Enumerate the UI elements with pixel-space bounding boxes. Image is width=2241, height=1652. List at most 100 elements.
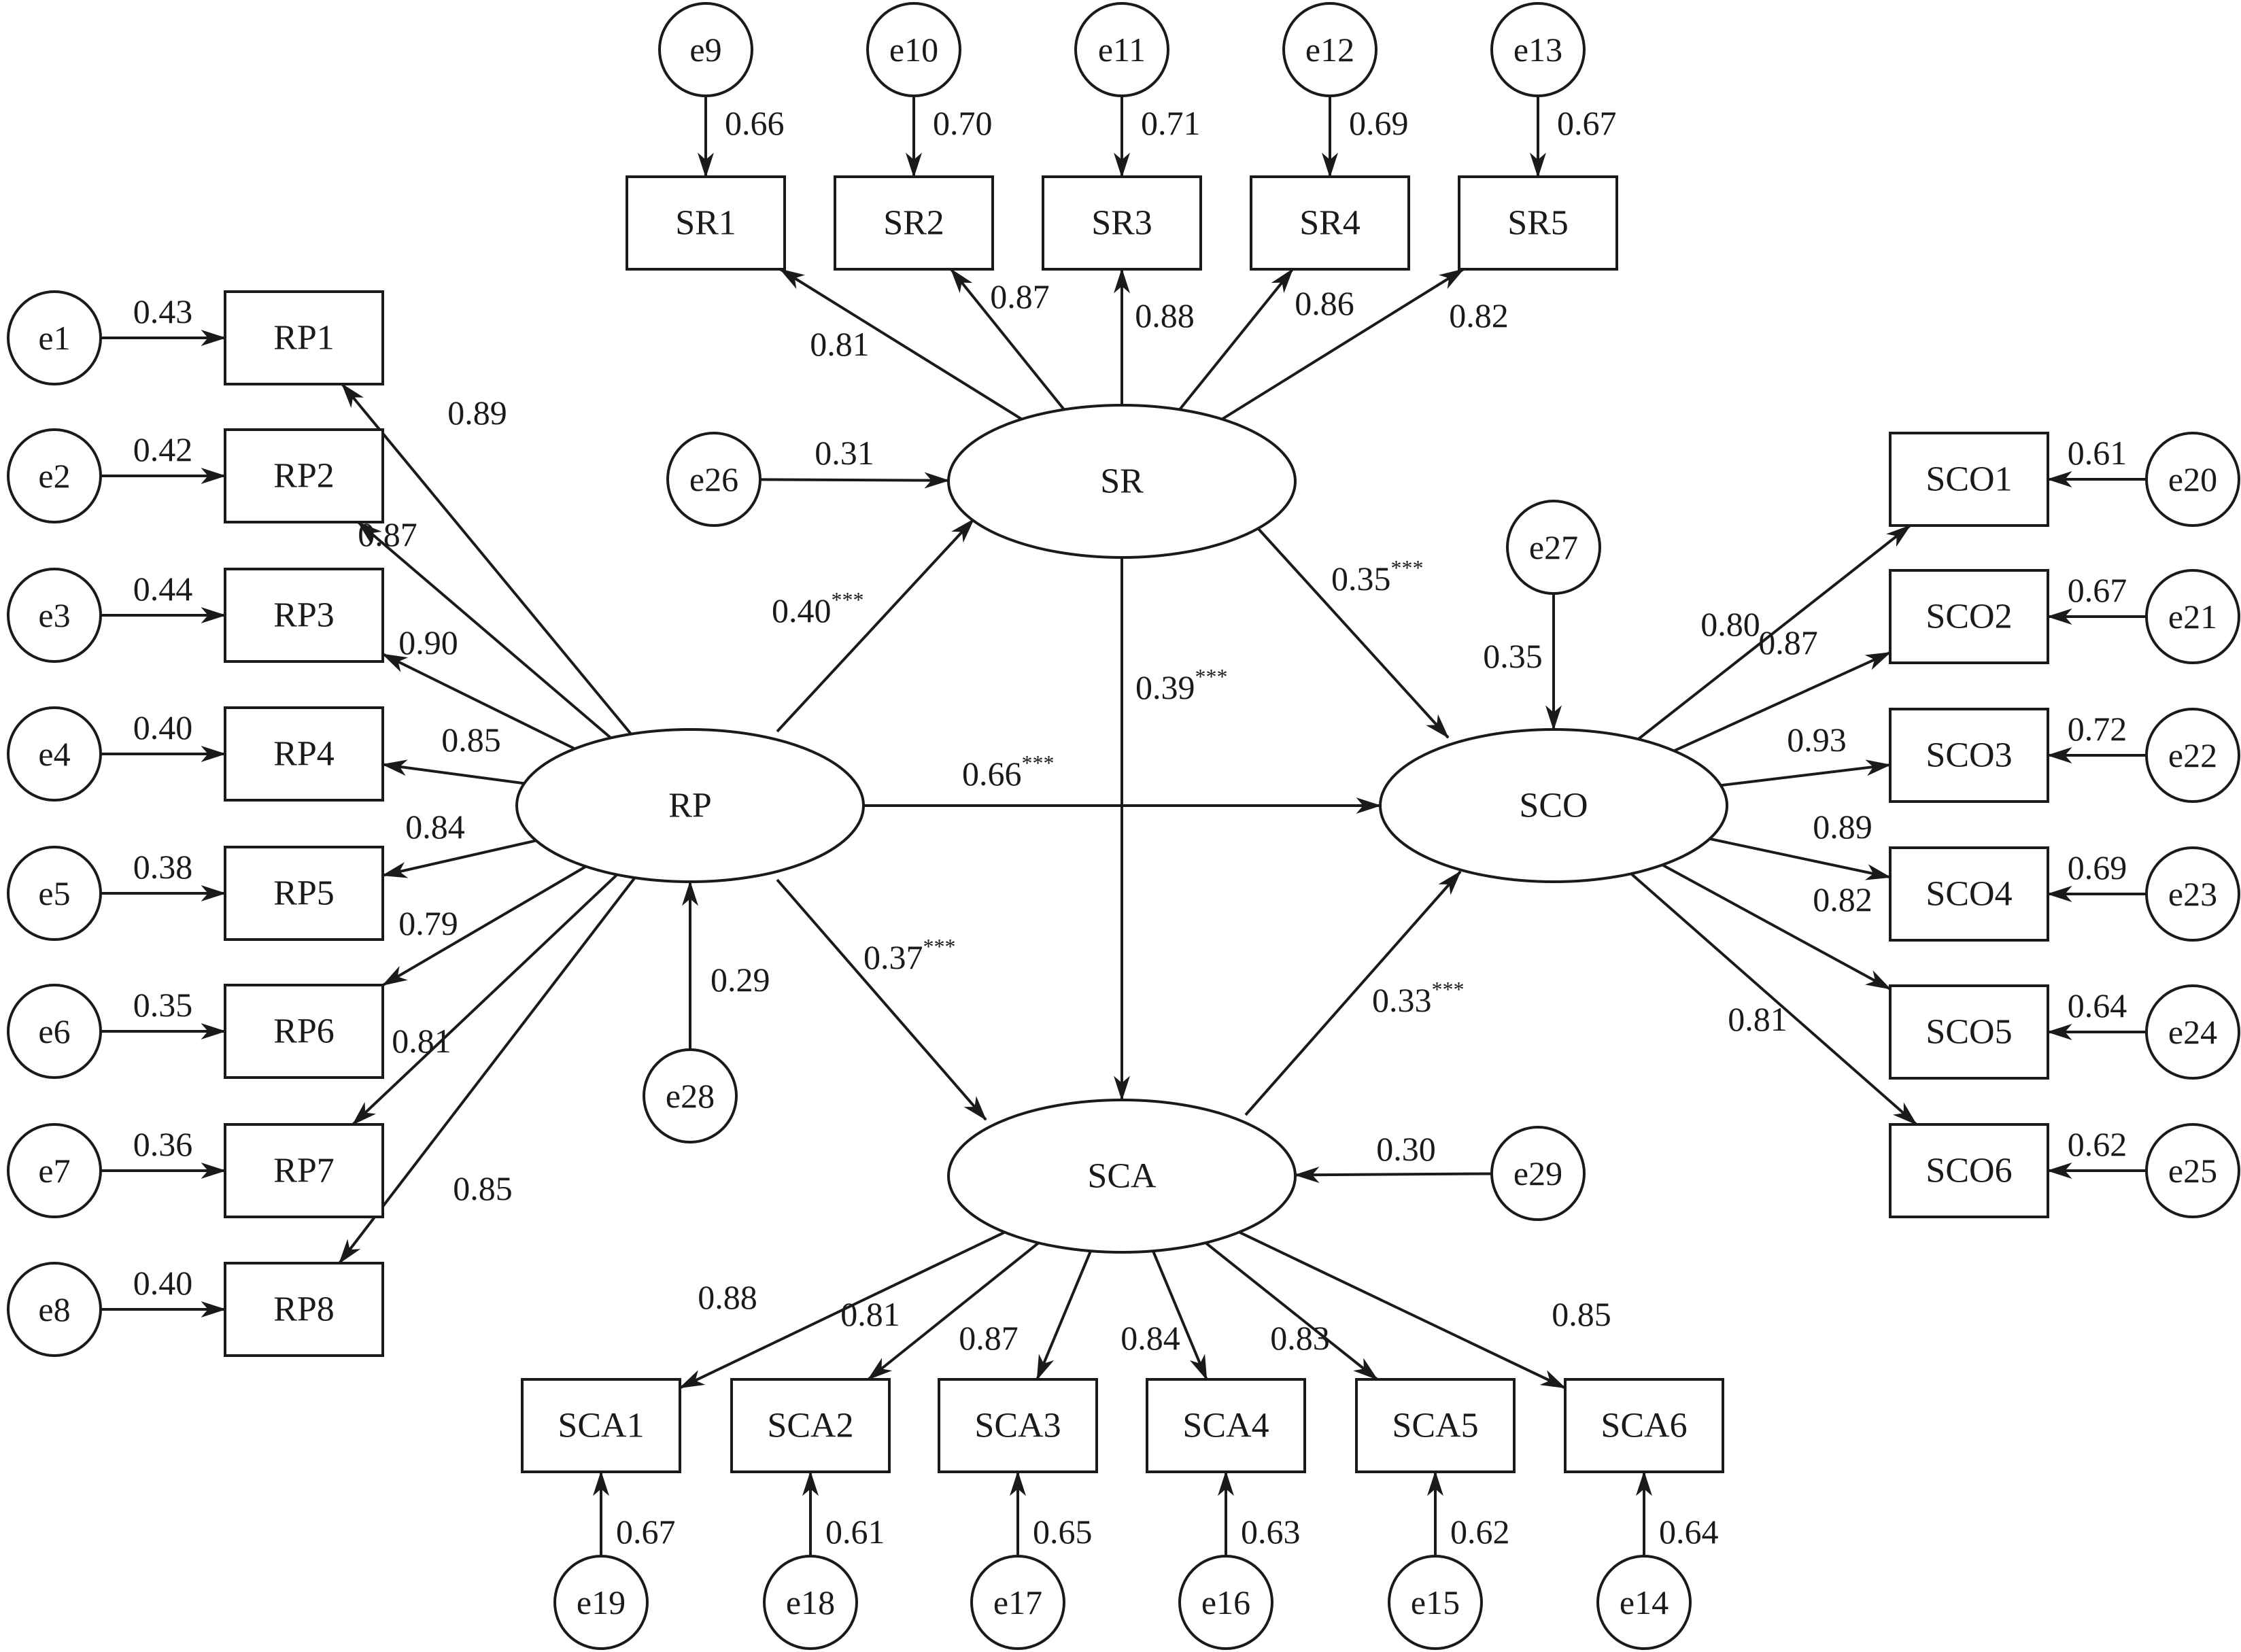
indicator-label-sco6: SCO6 bbox=[1926, 1152, 2012, 1190]
error-arrow-e9-head bbox=[697, 152, 715, 178]
error-label-e2: e2 bbox=[38, 457, 70, 495]
path-label-sca-to-sco-sig: *** bbox=[1432, 977, 1465, 1001]
path-label-rp-to-sr: 0.40*** bbox=[772, 587, 864, 630]
error-arrow-e26 bbox=[759, 478, 949, 482]
error-label-e25: e25 bbox=[2168, 1152, 2217, 1190]
error-e29 bbox=[1490, 1126, 1586, 1221]
error-arrow-e15-head bbox=[1426, 1470, 1444, 1496]
error-label-e28: e28 bbox=[666, 1077, 715, 1115]
error-arrow-e22-head bbox=[2047, 746, 2072, 764]
error-e12 bbox=[1282, 2, 1378, 97]
indicator-sca5 bbox=[1355, 1378, 1516, 1473]
error-arrow-e27-head bbox=[1545, 705, 1562, 731]
error-arrow-e29 bbox=[1295, 1172, 1492, 1177]
error-value-e6: 0.35 bbox=[133, 986, 193, 1024]
path-arrow-sr-to-sco-head bbox=[1426, 714, 1450, 739]
error-value-e15: 0.62 bbox=[1450, 1513, 1510, 1551]
path-label-rp-to-sca: 0.37*** bbox=[863, 934, 956, 976]
error-label-e24: e24 bbox=[2168, 1013, 2217, 1051]
loading-arrow-rp6 bbox=[381, 865, 587, 986]
loading-label-sr1: 0.81 bbox=[810, 325, 870, 363]
error-value-e18: 0.61 bbox=[825, 1513, 885, 1551]
error-e4 bbox=[7, 706, 102, 802]
error-value-e11: 0.71 bbox=[1141, 104, 1201, 142]
error-e2 bbox=[7, 428, 102, 523]
loading-arrow-sr2 bbox=[950, 268, 1065, 411]
indicator-sca2 bbox=[730, 1378, 891, 1473]
indicator-sr1 bbox=[626, 175, 786, 271]
error-e8 bbox=[7, 1262, 102, 1357]
loading-arrow-rp1 bbox=[341, 383, 632, 735]
loading-arrow-rp7-head bbox=[352, 1101, 377, 1126]
loading-arrow-rp2 bbox=[357, 521, 612, 739]
loading-label-sca6: 0.85 bbox=[1552, 1295, 1611, 1333]
loading-arrow-sca3-head bbox=[1036, 1354, 1055, 1381]
error-label-e27: e27 bbox=[1529, 528, 1578, 566]
loading-arrow-rp7 bbox=[352, 874, 618, 1126]
indicator-label-sco2: SCO2 bbox=[1926, 598, 2012, 636]
loading-label-rp7: 0.81 bbox=[392, 1022, 451, 1060]
error-e7 bbox=[7, 1123, 102, 1218]
error-label-e3: e3 bbox=[38, 596, 70, 634]
path-arrow-sr-to-sco bbox=[1256, 527, 1450, 739]
path-arrow-rp-to-sca bbox=[776, 878, 987, 1121]
path-arrow-rp-to-sco-head bbox=[1356, 797, 1382, 814]
error-label-e14: e14 bbox=[1620, 1583, 1669, 1621]
loading-label-rp1: 0.89 bbox=[447, 394, 507, 432]
loading-label-rp3: 0.90 bbox=[398, 623, 458, 661]
loading-arrow-sco2-head bbox=[1864, 652, 1892, 670]
error-label-e13: e13 bbox=[1513, 31, 1562, 69]
loading-arrow-sca3 bbox=[1036, 1250, 1092, 1380]
loading-arrow-sr4 bbox=[1178, 268, 1294, 411]
loading-label-sca1: 0.88 bbox=[698, 1278, 757, 1316]
indicator-sca4 bbox=[1146, 1378, 1306, 1473]
indicator-label-rp6: RP6 bbox=[273, 1012, 335, 1051]
error-value-e2: 0.42 bbox=[133, 430, 193, 468]
indicator-label-sr4: SR4 bbox=[1299, 204, 1361, 243]
loading-arrow-sca6 bbox=[1238, 1231, 1566, 1390]
error-value-e22: 0.72 bbox=[2068, 710, 2127, 748]
indicator-rp7 bbox=[224, 1123, 384, 1218]
error-value-e13: 0.67 bbox=[1557, 104, 1617, 142]
loading-arrow-rp8-head bbox=[339, 1239, 361, 1264]
error-arrow-e5-head bbox=[201, 884, 226, 902]
path-label-rp-to-sca-sig: *** bbox=[923, 934, 956, 959]
loading-arrow-sca5-head bbox=[1353, 1358, 1378, 1381]
indicator-rp2 bbox=[224, 428, 384, 523]
indicator-sca6 bbox=[1564, 1378, 1724, 1473]
error-value-e9: 0.66 bbox=[725, 104, 785, 142]
error-arrow-e19-head bbox=[592, 1470, 610, 1496]
indicator-label-rp8: RP8 bbox=[273, 1290, 335, 1329]
error-label-e29: e29 bbox=[1513, 1154, 1562, 1192]
error-e14 bbox=[1596, 1555, 1692, 1650]
loading-label-rp6: 0.79 bbox=[398, 904, 458, 942]
error-arrow-e14-head bbox=[1635, 1470, 1653, 1496]
error-e15 bbox=[1388, 1555, 1483, 1650]
error-value-e8: 0.40 bbox=[133, 1264, 193, 1302]
indicator-sr2 bbox=[834, 175, 994, 271]
error-arrow-e28-head bbox=[681, 880, 699, 906]
error-arrow-e23-head bbox=[2047, 885, 2072, 903]
error-value-e19: 0.67 bbox=[616, 1513, 676, 1551]
error-e21 bbox=[2145, 569, 2240, 664]
loading-label-rp8: 0.85 bbox=[453, 1169, 513, 1207]
error-e28 bbox=[643, 1048, 738, 1143]
indicator-rp4 bbox=[224, 706, 384, 802]
error-arrow-e25-head bbox=[2047, 1162, 2072, 1180]
path-label-rp-to-sr-sig: *** bbox=[832, 587, 864, 612]
latent-sca bbox=[947, 1099, 1297, 1254]
loading-arrow-rp5 bbox=[382, 839, 536, 877]
indicator-sca1 bbox=[521, 1378, 681, 1473]
error-arrow-e20-head bbox=[2047, 470, 2072, 488]
indicator-label-rp3: RP3 bbox=[273, 596, 335, 635]
loading-label-sca5: 0.83 bbox=[1270, 1319, 1330, 1357]
error-value-e4: 0.40 bbox=[133, 708, 193, 746]
error-value-e20: 0.61 bbox=[2068, 434, 2127, 472]
error-label-e15: e15 bbox=[1411, 1583, 1460, 1621]
loading-label-sco2: 0.87 bbox=[1758, 623, 1818, 661]
error-value-e7: 0.36 bbox=[133, 1125, 193, 1163]
path-label-sr-to-sco-sig: *** bbox=[1391, 555, 1424, 580]
error-label-e10: e10 bbox=[889, 31, 938, 69]
error-e17 bbox=[970, 1555, 1065, 1650]
